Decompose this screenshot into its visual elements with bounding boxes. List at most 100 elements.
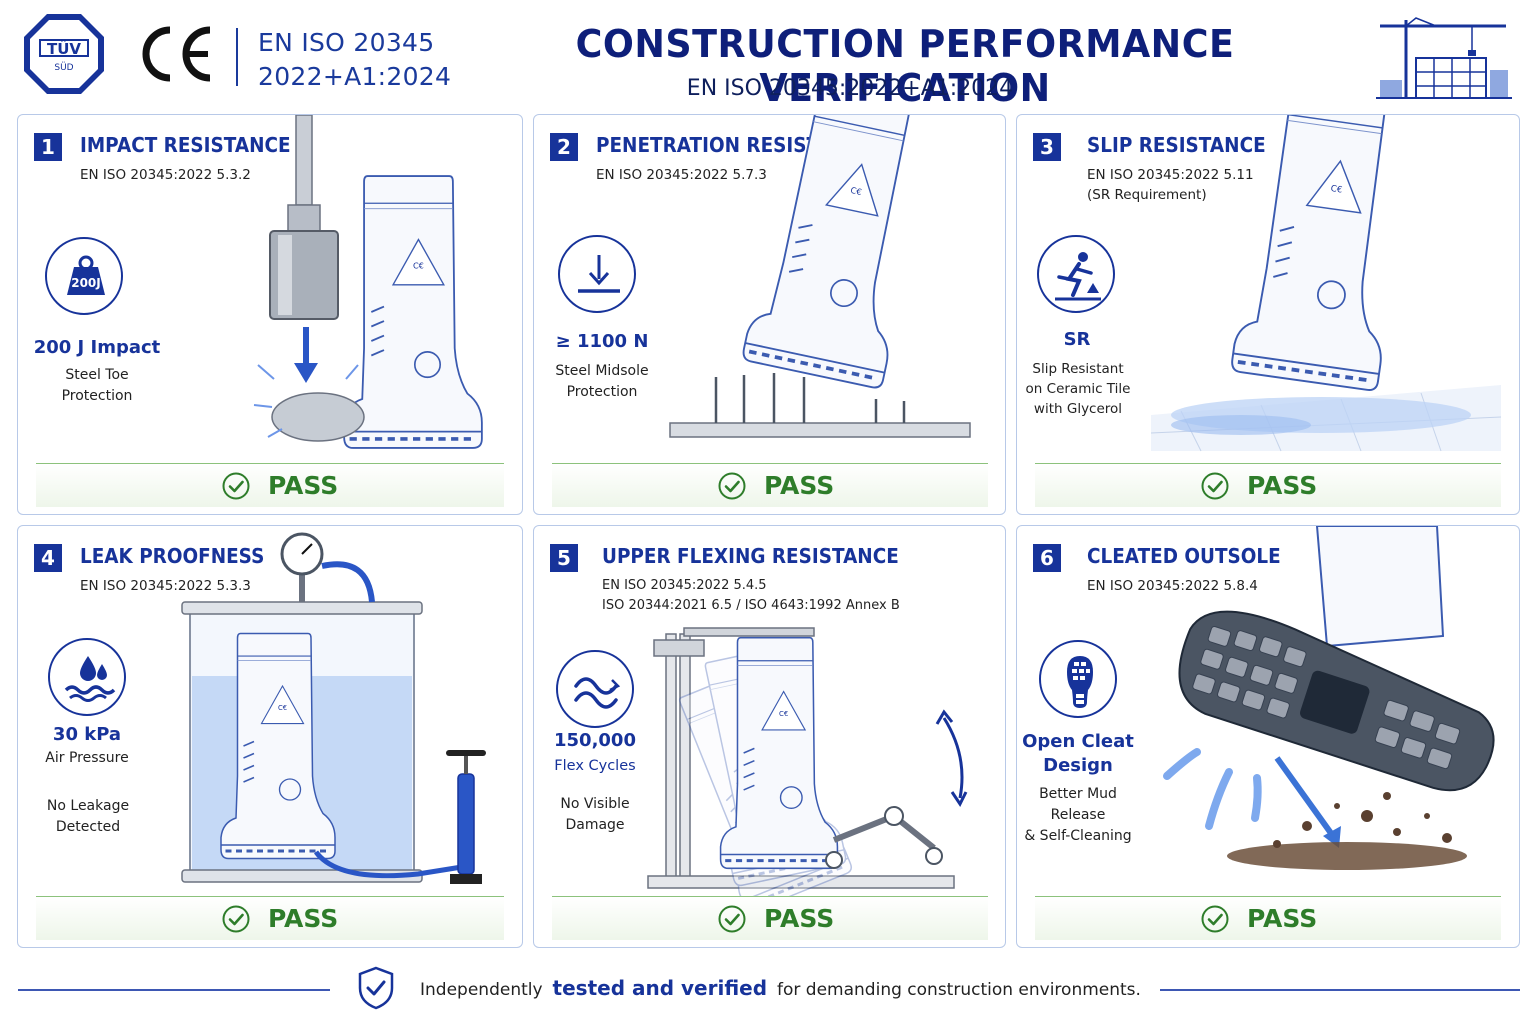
metric-description: Better Mud Release & Self-Cleaning [1017, 784, 1139, 847]
card-slip-resistance: 3 SLIP RESISTANCE EN ISO 20345:2022 5.11… [1016, 114, 1520, 515]
tuv-sud-logo: TÜV SÜD [24, 14, 104, 94]
boot-sole-icon [1039, 640, 1117, 718]
desc-line: No Leakage [46, 798, 130, 814]
metric-description: Slip Resistant on Ceramic Tile with Glyc… [1017, 359, 1139, 419]
metric-description: Air Pressure [45, 750, 129, 766]
standard-line: EN ISO 20345:2022 5.11 [1087, 167, 1254, 183]
card-standard: EN ISO 20345:2022 5.8.4 [1087, 578, 1258, 594]
card-standard: EN ISO 20345:2022 5.3.2 [80, 167, 251, 183]
metric-value: Open Cleat Design [1017, 730, 1139, 778]
pass-label: PASS [1247, 904, 1318, 933]
metric-value: 30 kPa [52, 724, 122, 745]
footer-text-c: for demanding construction environments. [777, 980, 1141, 1000]
construction-crane-icon [1376, 17, 1512, 99]
header-standard-line2: 2022+A1:2024 [258, 62, 452, 91]
metric-unit: Flex Cycles [554, 758, 636, 774]
slip-test-illustration [1150, 115, 1502, 452]
header-standard-line1: EN ISO 20345 [258, 28, 435, 57]
card-penetration-resistance: 2 PENETRATION RESISTANCE EN ISO 20345:20… [533, 114, 1006, 515]
pass-result: PASS [552, 463, 988, 507]
desc-line: Slip Resistant [1032, 361, 1124, 377]
card-leak-proofness: 4 LEAK PROOFNESS EN ISO 20345:2022 5.3.3… [17, 525, 523, 948]
card-number: 6 [1033, 544, 1061, 572]
pass-result: PASS [1035, 896, 1501, 940]
desc-line: Detected [55, 819, 121, 835]
pass-result: PASS [36, 896, 504, 940]
card-number: 2 [550, 133, 578, 161]
penetration-test-illustration [669, 115, 971, 438]
metric-line: Open Cleat [1022, 731, 1134, 752]
metric-description: Steel Toe Protection [22, 365, 172, 407]
footer-divider-right [1160, 989, 1520, 991]
flex-wave-icon [556, 650, 634, 728]
desc-line: Protection [61, 388, 133, 404]
card-impact-resistance: 1 IMPACT RESISTANCE EN ISO 20345:2022 5.… [17, 114, 523, 515]
card-standard: EN ISO 20345:2022 5.3.3 [80, 578, 251, 594]
card-standard: EN ISO 20345:2022 5.11 (SR Requirement) [1087, 165, 1254, 205]
metric-value: 200 J Impact [33, 337, 161, 358]
card-number: 1 [34, 133, 62, 161]
desc-line: Better Mud [1039, 786, 1117, 802]
desc-line: Steel Midsole [555, 363, 649, 379]
footer-text-highlight: tested and verified [552, 976, 768, 1000]
metric-line: Design [1043, 755, 1113, 776]
desc-line: No Visible [560, 796, 630, 812]
check-circle-icon [222, 472, 250, 500]
card-title: UPPER FLEXING RESISTANCE [602, 544, 899, 568]
header: TÜV SÜD EN ISO 20345 2022+A1:2024 CONSTR… [0, 0, 1536, 110]
pass-label: PASS [268, 904, 339, 933]
desc-line: Release [1050, 807, 1106, 823]
metric-value: SR [1063, 329, 1091, 350]
pass-label: PASS [1247, 471, 1318, 500]
desc-line: Damage [565, 817, 625, 833]
footer-text-a: Independently [420, 980, 543, 1000]
pass-label: PASS [764, 471, 835, 500]
card-standard: EN ISO 20345:2022 5.7.3 [596, 167, 767, 183]
desc-line: Protection [566, 384, 638, 400]
desc-line: & Self-Cleaning [1024, 828, 1132, 844]
check-circle-icon [1201, 472, 1229, 500]
water-drops-icon [48, 638, 126, 716]
card-title: SLIP RESISTANCE [1087, 133, 1266, 157]
desc-line: with Glycerol [1033, 401, 1123, 417]
check-circle-icon [222, 905, 250, 933]
card-title: LEAK PROOFNESS [80, 544, 265, 568]
desc-line: Steel Toe [65, 367, 129, 383]
footer-divider-left [18, 989, 330, 991]
cleated-outsole-illustration [1163, 526, 1495, 870]
downward-force-icon [558, 235, 636, 313]
pass-label: PASS [764, 904, 835, 933]
leak-test-illustration [181, 532, 486, 884]
shield-check-icon [358, 966, 394, 1010]
tuv-logo-text: TÜV [47, 39, 81, 58]
standard-line: (SR Requirement) [1087, 187, 1207, 203]
ce-mark-logo [142, 26, 211, 82]
card-number: 5 [550, 544, 578, 572]
card-upper-flexing-resistance: 5 UPPER FLEXING RESISTANCE EN ISO 20345:… [533, 525, 1006, 948]
impact-test-illustration [253, 115, 484, 450]
weight-label: 200J [71, 276, 101, 290]
pass-label: PASS [268, 471, 339, 500]
footer-statement: Independently tested and verified for dema… [420, 976, 1141, 1000]
pass-result: PASS [36, 463, 504, 507]
standard-line: ISO 20344:2021 6.5 / ISO 4643:1992 Annex… [602, 598, 900, 613]
header-separator [236, 28, 238, 86]
weight-200j-icon: 200J [45, 237, 123, 315]
page-subtitle: EN ISO 20345:2022+A1:2024 [686, 76, 1014, 101]
flex-test-illustration [647, 627, 968, 896]
card-title: CLEATED OUTSOLE [1087, 544, 1281, 568]
card-title: IMPACT RESISTANCE [80, 133, 291, 157]
page-title: CONSTRUCTION PERFORMANCE VERIFICATION [575, 22, 1235, 110]
card-number: 3 [1033, 133, 1061, 161]
card-number: 4 [34, 544, 62, 572]
metric-value: ≥ 1100 N [555, 331, 649, 352]
card-standard: EN ISO 20345:2022 5.4.5 ISO 20344:2021 6… [602, 576, 900, 616]
desc-line: on Ceramic Tile [1025, 381, 1131, 397]
standard-line: EN ISO 20345:2022 5.4.5 [602, 578, 767, 593]
card-cleated-outsole: 6 CLEATED OUTSOLE EN ISO 20345:2022 5.8.… [1016, 525, 1520, 948]
check-circle-icon [718, 905, 746, 933]
pass-result: PASS [552, 896, 988, 940]
pass-result: PASS [1035, 463, 1501, 507]
metric-value: 150,000 [554, 730, 636, 751]
leak-result-description: No Leakage Detected [18, 796, 158, 838]
